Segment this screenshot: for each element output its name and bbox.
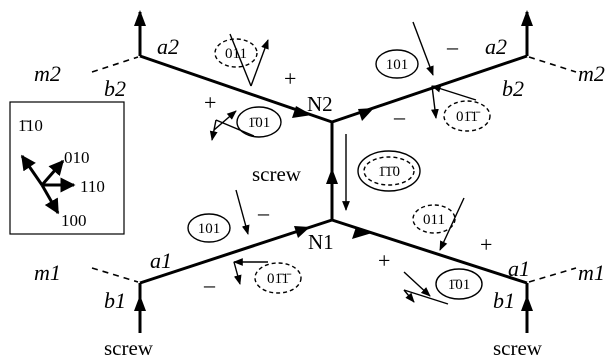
center-vertical-arrowhead [326, 168, 338, 184]
burgers-label-a1-right: a1 [508, 256, 530, 281]
lower-left-segment-arrowhead [294, 226, 310, 238]
plane-ur-dashed: 01̄1̄ [443, 100, 491, 132]
plane-ll-dashed: 01̄1̄ [254, 262, 302, 294]
burgers-label-a1-left: a1 [150, 248, 172, 273]
plane-label-lr-dashed: 011 [423, 212, 445, 228]
top-left-vertical-arrowhead [134, 10, 146, 26]
legend-arrows [20, 154, 76, 215]
plane-label-ul-dashed: 011 [225, 46, 247, 62]
plane-label-ul-solid: 1̄01 [248, 115, 271, 131]
sign-lr-upper: + [480, 232, 492, 257]
lower-right-segment-arrowhead [352, 227, 372, 239]
sign-ll-upper: – [257, 200, 270, 225]
burgers-vector-arrows [209, 21, 477, 305]
line-direction-arrows [134, 10, 533, 311]
plane-label-ll-solid: 101 [198, 221, 221, 237]
legend-label-2: 010 [64, 148, 90, 167]
plane-ul-dashed: 011 [214, 38, 258, 68]
sign-ll-lower: – [203, 272, 216, 297]
plane-label-ll-dashed: 01̄1̄ [267, 271, 292, 287]
burgers-label-b1-left: b1 [104, 288, 126, 313]
plane-label-ur-dashed: 01̄1̄ [456, 109, 481, 125]
bottom-right-vertical-arrowhead [521, 295, 533, 311]
sign-ur-upper: – [446, 34, 459, 59]
mirror-label-bottom-right: m1 [578, 260, 605, 285]
legend-label-1: 1̄10 [18, 116, 43, 135]
burgers-label-b1-right: b1 [493, 288, 515, 313]
node-label-n1: N1 [308, 230, 334, 254]
upper-right-segment-arrowhead [358, 108, 374, 121]
plane-ul-solid: 1̄01 [236, 106, 282, 138]
burgers-label-a2-left: a2 [157, 34, 179, 59]
screw-label-bottom-left: screw [104, 336, 154, 360]
sign-ur-lower: – [393, 104, 406, 129]
plane-label-lr-solid: 1̄01 [448, 277, 471, 293]
plane-lr-dashed: 011 [412, 204, 456, 234]
burgers-label-a2-right: a2 [485, 34, 507, 59]
burgers-label-b2-right: b2 [502, 76, 524, 101]
upper-left-segment-arrowhead [292, 106, 312, 118]
plane-ll-solid: 101 [187, 213, 231, 243]
plane-center: 1̄1̄0 [357, 150, 421, 192]
mirror-label-top-right: m2 [578, 61, 605, 86]
mirror-label-top-left: m2 [34, 61, 61, 86]
bottom-left-vertical-arrowhead [134, 295, 146, 311]
screw-label-middle: screw [252, 162, 302, 186]
legend-label-4: 100 [61, 211, 87, 230]
node-label-n2: N2 [307, 92, 333, 116]
top-right-vertical-arrowhead [521, 10, 533, 26]
plane-label-center: 1̄1̄0 [378, 164, 400, 180]
burgers-label-b2-left: b2 [104, 76, 126, 101]
screw-label-bottom-right: screw [493, 336, 543, 360]
plane-ur-solid: 101 [375, 49, 419, 79]
sign-ul-upper: + [284, 66, 296, 91]
legend-box [9, 101, 125, 235]
sign-lr-lower: + [378, 248, 390, 273]
mirror-dashes [91, 56, 577, 283]
legend-label-3: 110 [80, 177, 105, 196]
plane-lr-solid: 1̄01 [435, 268, 483, 300]
sign-ul-lower: + [204, 90, 216, 115]
mirror-label-bottom-left: m1 [34, 260, 61, 285]
plane-label-ur-solid: 101 [386, 57, 409, 73]
